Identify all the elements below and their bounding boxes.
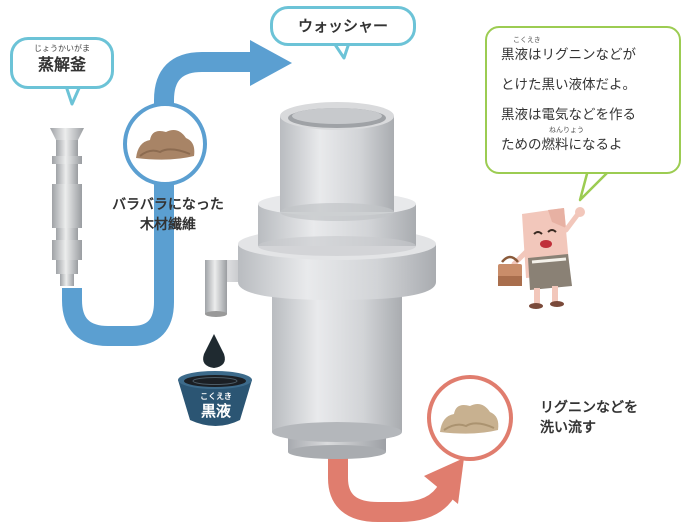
speech-line-1-text: 黒液はリグニンなどが bbox=[501, 47, 636, 63]
fiber-label-line2: 木材繊維 bbox=[140, 217, 196, 233]
digester-ruby: じょうかいがま bbox=[34, 44, 90, 53]
washer-label: ウォッシャー bbox=[297, 17, 388, 35]
wash-label-line2: 洗い流す bbox=[540, 420, 596, 436]
liquor-drop-icon bbox=[203, 334, 225, 368]
fiber-circle bbox=[123, 102, 207, 186]
red-flow-arrow bbox=[328, 450, 464, 522]
black-liquor-text: 黒液 bbox=[200, 402, 231, 420]
black-liquor-ruby: こくえき bbox=[200, 392, 232, 401]
washer-callout: ウォッシャー bbox=[270, 6, 416, 46]
black-liquor-bucket bbox=[178, 371, 252, 426]
speech-bubble: こくえき 黒液はリグニンなどが とけた黒い液体だよ。 黒液は電気などを作る ねん… bbox=[485, 26, 681, 174]
fiber-label: バラバラになった 木材繊維 bbox=[98, 195, 238, 235]
speech-bubble-tail bbox=[578, 168, 612, 202]
fiber-label-line1: バラバラになった bbox=[112, 197, 224, 213]
speech-ruby-1: こくえき bbox=[513, 36, 541, 44]
digester-tube bbox=[50, 128, 84, 286]
wash-label: リグニンなどを 洗い流す bbox=[540, 398, 660, 438]
speech-line-1: こくえき 黒液はリグニンなどが bbox=[501, 36, 669, 70]
speech-line-4-text: ための燃料になるよ bbox=[501, 137, 623, 153]
washer-machine bbox=[205, 102, 436, 459]
digester-callout: じょうかいがま 蒸解釜 bbox=[10, 37, 114, 89]
wash-label-line1: リグニンなどを bbox=[540, 400, 638, 416]
speech-line-4: ねんりょう ための燃料になるよ bbox=[501, 126, 669, 160]
speech-ruby-2: ねんりょう bbox=[549, 126, 584, 134]
blue-flow-arrow bbox=[62, 40, 292, 346]
speech-line-3-text: 黒液は電気などを作る bbox=[501, 107, 636, 123]
speech-line-2-text: とけた黒い液体だよ。 bbox=[501, 77, 636, 93]
black-liquor-label: こくえき 黒液 bbox=[186, 392, 246, 420]
digester-label: 蒸解釜 bbox=[37, 55, 86, 74]
lignin-circle bbox=[427, 375, 513, 461]
paper-character-icon bbox=[498, 207, 585, 309]
speech-line-3: 黒液は電気などを作る bbox=[501, 100, 669, 130]
speech-line-2: とけた黒い液体だよ。 bbox=[501, 70, 669, 100]
